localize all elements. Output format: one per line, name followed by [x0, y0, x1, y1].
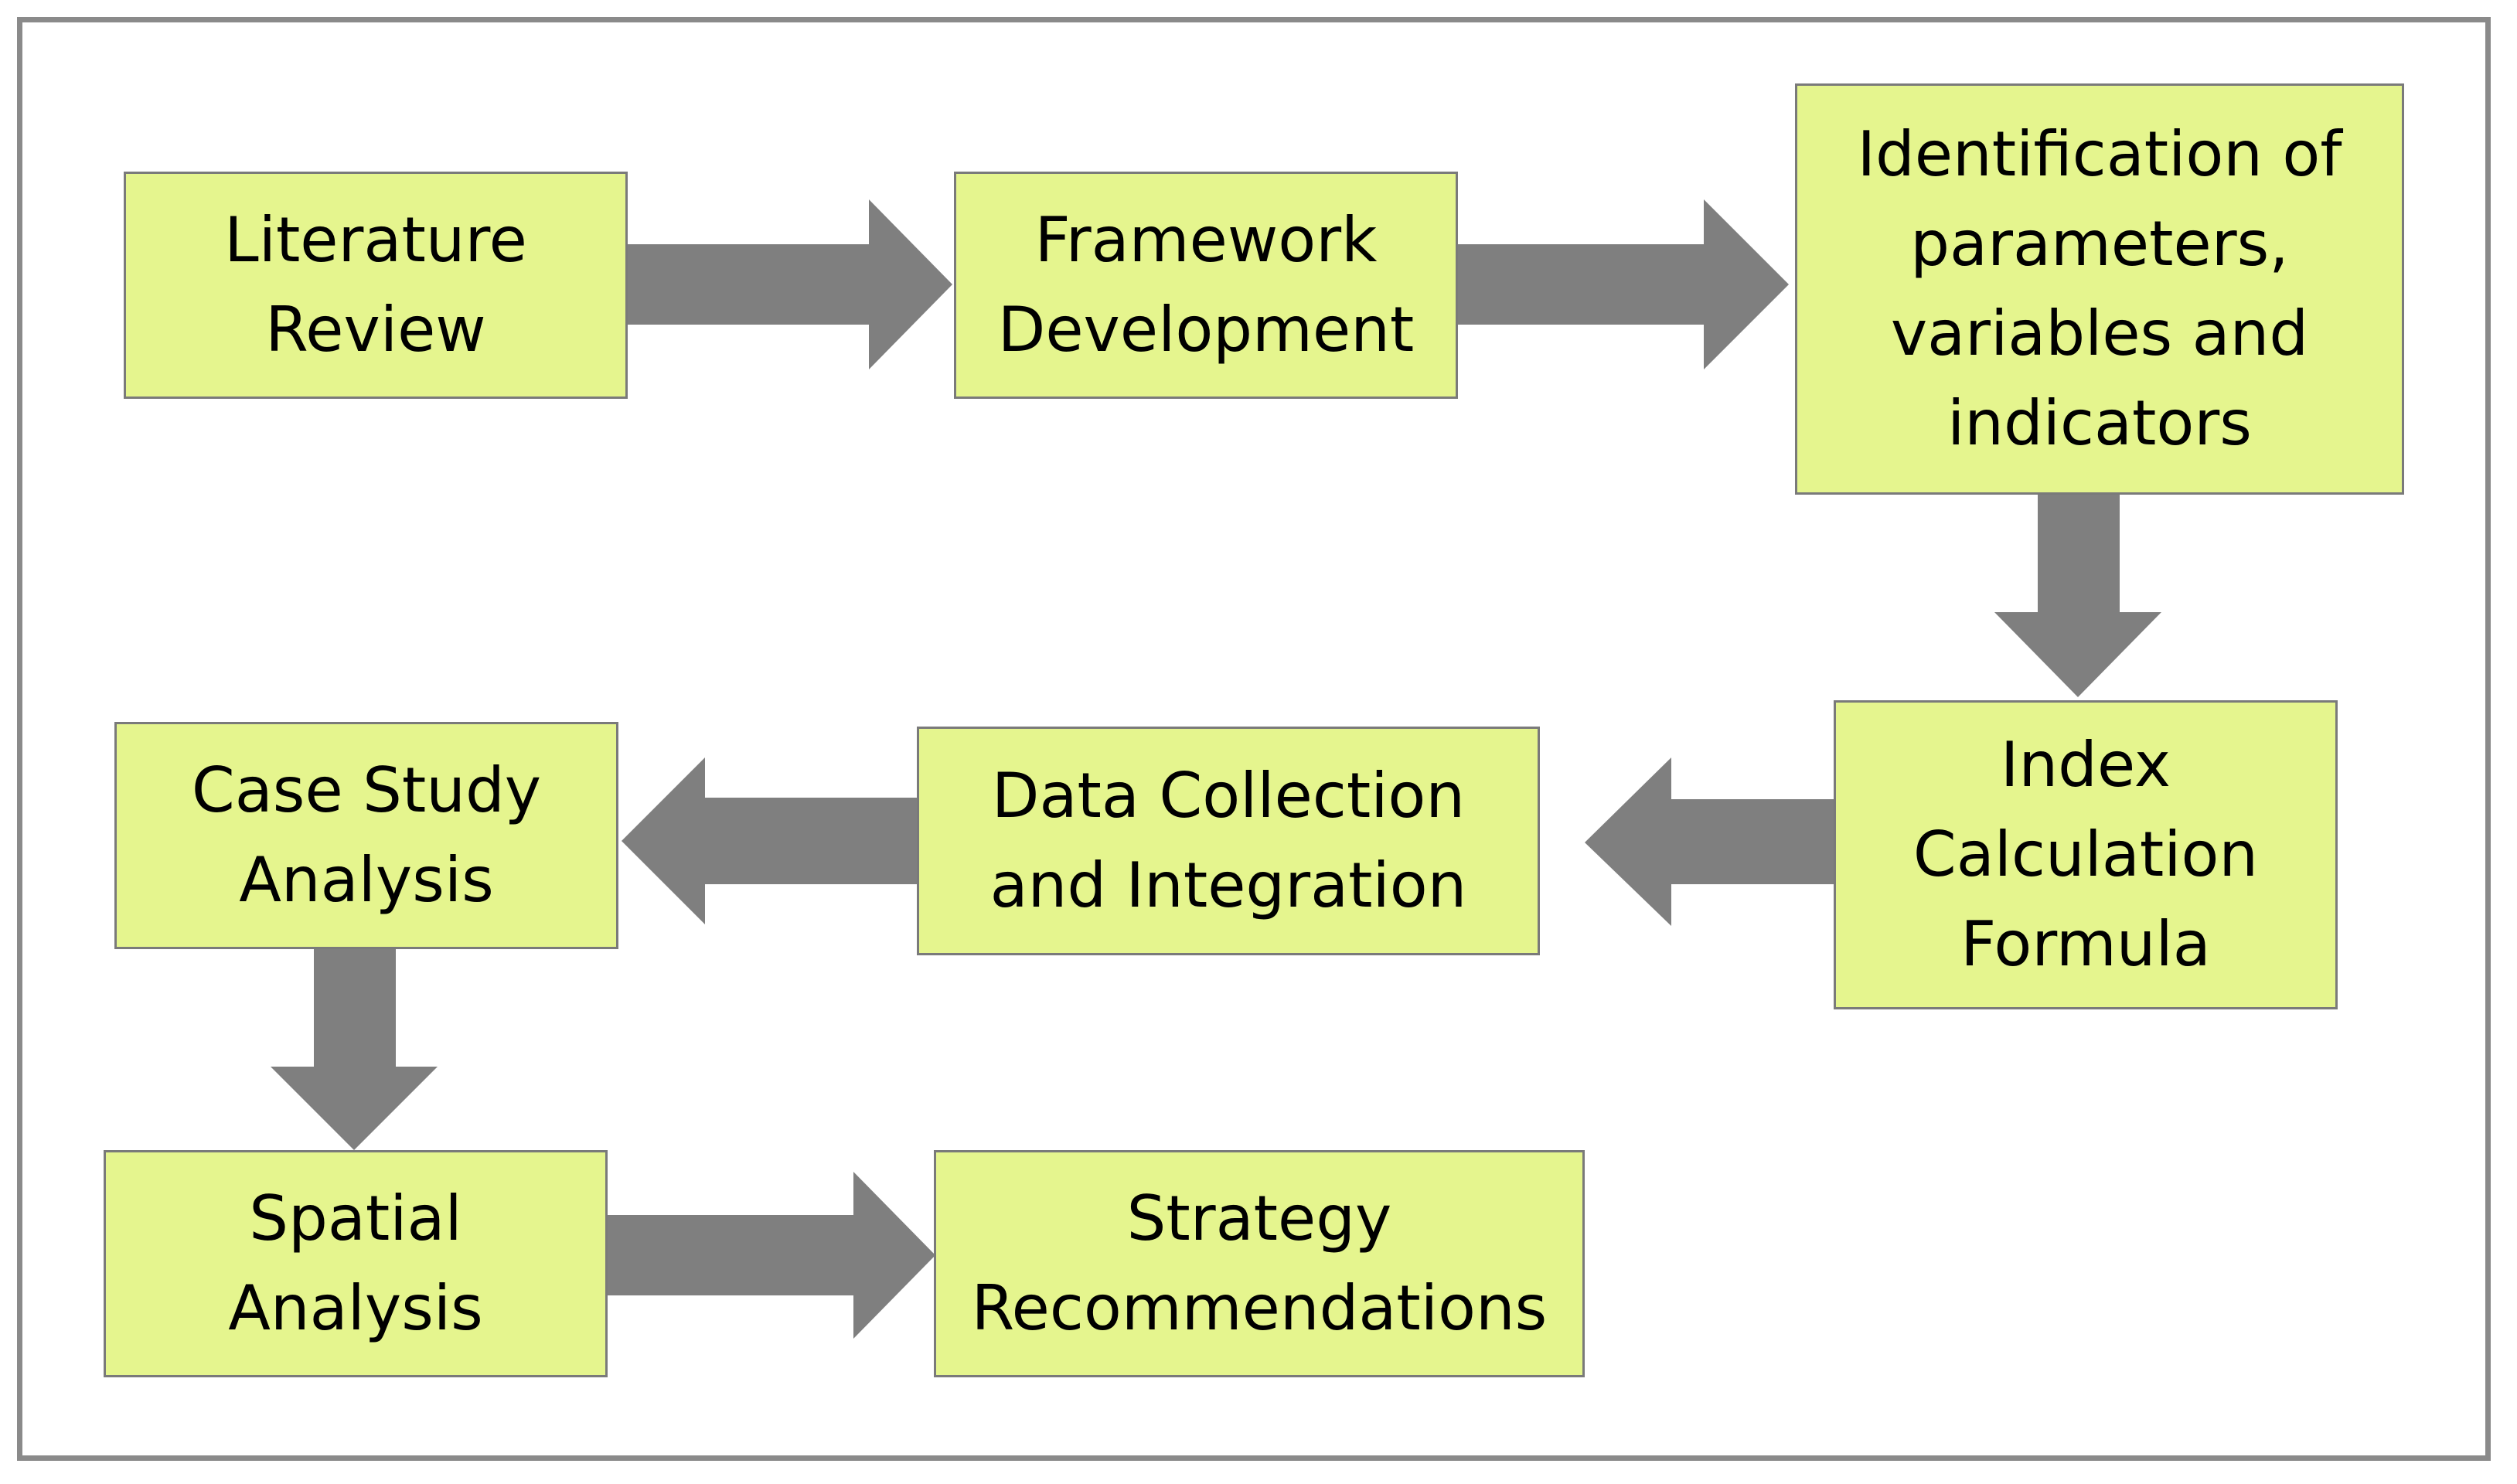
arrow-literature-to-framework [623, 199, 952, 369]
step-spatial-analysis: Spatial Analysis [104, 1150, 608, 1377]
step-identification: Identification of parameters, variables … [1795, 83, 2404, 495]
step-label: Case Study Analysis [191, 754, 542, 916]
step-strategy: Strategy Recommendations [934, 1150, 1585, 1377]
step-literature-review: Literature Review [124, 172, 628, 399]
step-data-collection: Data Collection and Integration [917, 727, 1540, 955]
step-label: Literature Review [224, 204, 527, 366]
step-label: Spatial Analysis [228, 1183, 483, 1344]
arrow-casestudy-to-spatial [271, 948, 438, 1150]
arrow-spatial-to-strategy [606, 1172, 935, 1339]
step-label: Framework Development [997, 204, 1415, 366]
step-label: Data Collection and Integration [989, 760, 1467, 921]
step-case-study: Case Study Analysis [114, 722, 618, 949]
step-label: Strategy Recommendations [971, 1183, 1548, 1344]
arrow-index-to-data [1585, 757, 1837, 926]
arrow-framework-to-identification [1456, 199, 1789, 369]
step-index-calculation: Index Calculation Formula [1834, 700, 2338, 1009]
step-label: Index Calculation Formula [1912, 729, 2259, 980]
step-framework-development: Framework Development [954, 172, 1458, 399]
step-label: Identification of parameters, variables … [1857, 118, 2342, 459]
arrow-identification-to-index [1994, 495, 2161, 697]
arrow-data-to-casestudy [622, 757, 917, 924]
